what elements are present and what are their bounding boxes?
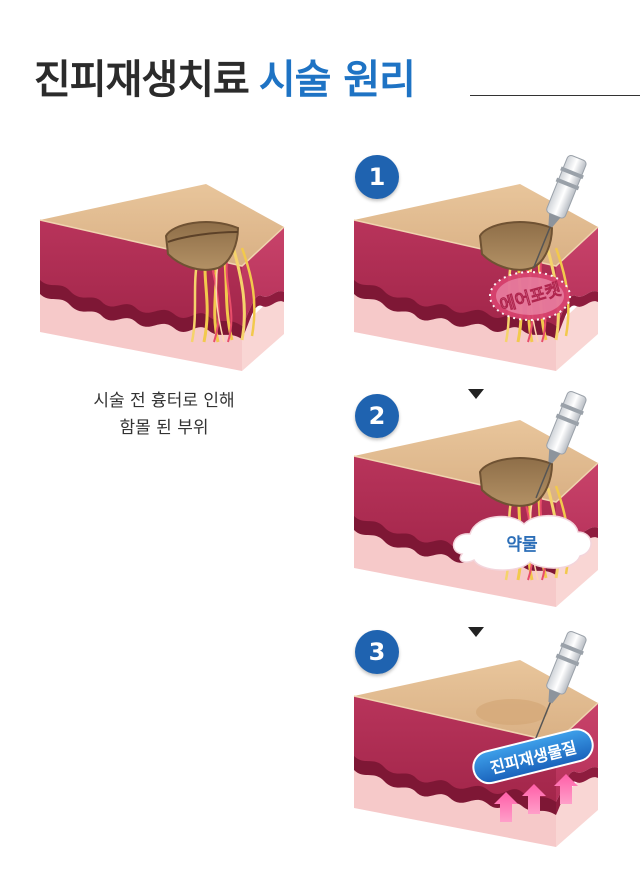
step-2-label: 약물	[506, 534, 538, 555]
syringe-icon	[532, 630, 587, 746]
step-arrow-2	[468, 627, 484, 637]
step-arrow-1	[468, 389, 484, 399]
upward-arrow-icon	[554, 774, 578, 804]
drug-cloud-icon: 약물	[452, 514, 592, 571]
title-rule	[470, 95, 640, 96]
upward-arrow-icon	[522, 784, 546, 814]
step-2-illustration: 약물	[353, 390, 599, 608]
title-accent: 시술 원리	[258, 57, 416, 103]
scar-depression	[164, 221, 240, 271]
syringe-icon	[533, 154, 587, 268]
step-3-illustration: 진피재생물질	[353, 630, 599, 848]
step-3-badge: 3	[355, 630, 399, 674]
syringe-icon	[535, 390, 587, 499]
title-main: 진피재생치료	[34, 57, 250, 103]
step-1-illustration: 에어포켓	[353, 154, 599, 372]
before-caption-line2: 함몰 된 부위	[119, 418, 209, 438]
upward-arrow-icon	[494, 792, 518, 822]
before-skin-illustration	[39, 184, 285, 372]
step-2-badge: 2	[355, 394, 399, 438]
before-caption-line1: 시술 전 흉터로 인해	[93, 391, 235, 411]
step-1-badge: 1	[355, 155, 399, 199]
air-pocket-bubble: 에어포켓	[489, 271, 571, 321]
before-caption: 시술 전 흉터로 인해 함몰 된 부위	[40, 388, 288, 442]
